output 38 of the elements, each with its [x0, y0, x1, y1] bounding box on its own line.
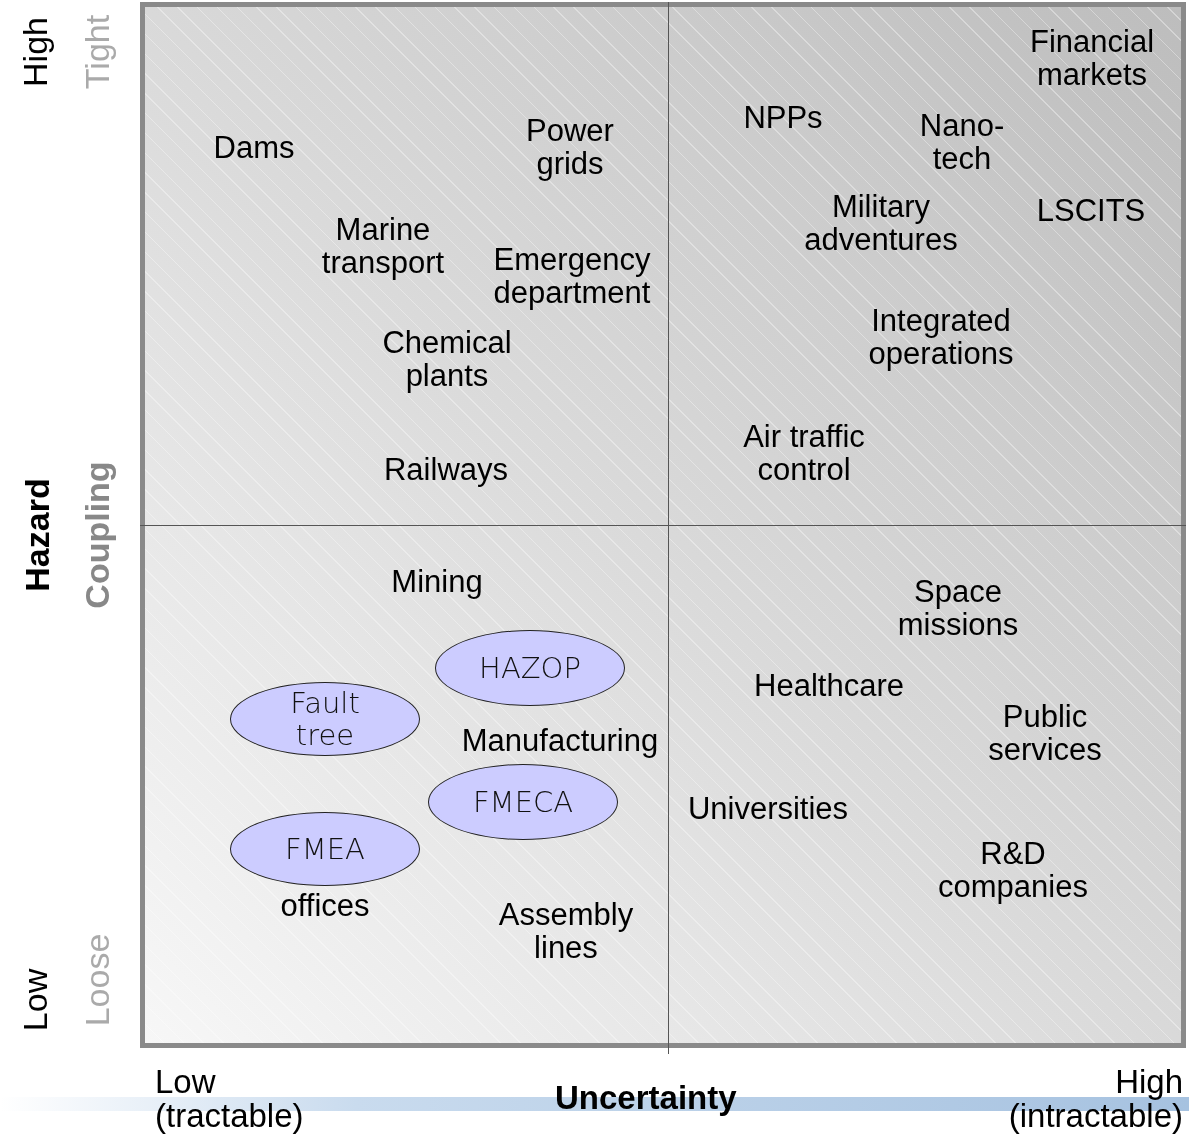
system-label: Mining [390, 564, 484, 598]
system-label: Railways [383, 452, 509, 486]
system-label: Assembly lines [497, 898, 635, 964]
system-label: Financial markets [1028, 25, 1156, 91]
system-label: NPPs [742, 100, 824, 134]
axis-title: Coupling [79, 461, 115, 609]
system-label: Manufacturing [460, 723, 660, 757]
system-label: Marine transport [320, 213, 446, 279]
axis-title: Hazard [19, 478, 55, 592]
method-label: FMECA [471, 786, 575, 818]
system-label: Air traffic control [742, 420, 866, 486]
system-label: R&D companies [937, 837, 1089, 903]
method-ellipse [435, 630, 625, 706]
system-label: Space missions [896, 575, 1020, 641]
method-ellipse [230, 682, 420, 756]
system-label: Nano-tech [918, 109, 1006, 175]
system-label: offices [280, 889, 370, 922]
method-ellipse [428, 764, 618, 840]
system-label: Universities [686, 791, 850, 825]
system-label: Public services [987, 700, 1103, 766]
system-label: Dams [212, 130, 296, 164]
system-label: Integrated operations [867, 304, 1015, 370]
system-label: Healthcare [753, 668, 905, 702]
axis-level-label: Loose [79, 933, 115, 1027]
axis-title: Uncertainty [555, 1081, 737, 1115]
axis-level-label: Low [17, 968, 53, 1032]
system-label: LSCITS [1035, 193, 1147, 227]
axis-level-label: High [17, 17, 53, 87]
method-label: HAZOP [478, 652, 582, 684]
axis-level-label: Tight [79, 14, 115, 90]
system-label: Power grids [525, 114, 615, 180]
system-label: Military adventures [803, 190, 959, 256]
system-label: Chemical plants [381, 326, 513, 392]
method-label: Fault tree [289, 687, 361, 751]
axis-level-label: High (intractable) [1008, 1065, 1183, 1133]
method-label: FMEA [284, 833, 366, 865]
system-label: Emergency department [492, 243, 652, 309]
axis-level-label: Low (tractable) [155, 1065, 304, 1133]
